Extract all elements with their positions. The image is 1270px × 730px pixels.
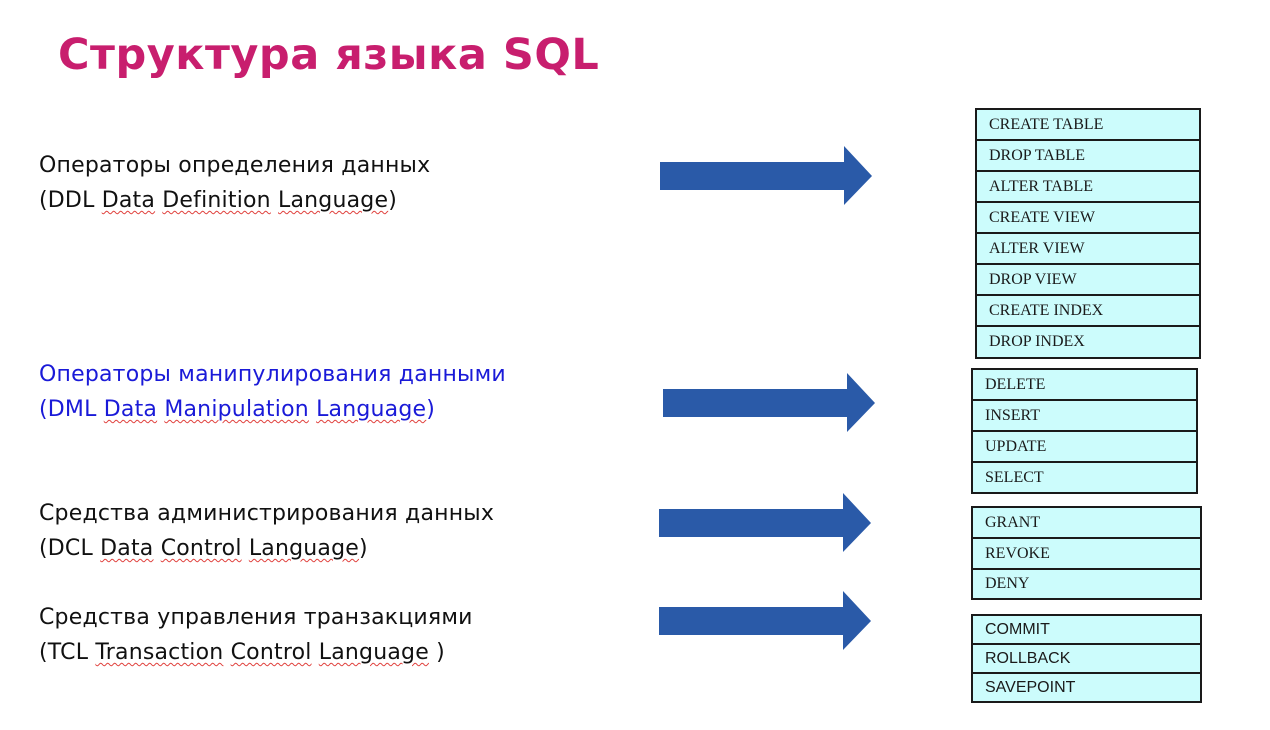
ddl-word-1: Data xyxy=(101,188,156,213)
dml-commands-box: DELETE INSERT UPDATE SELECT xyxy=(971,368,1198,494)
tcl-commands-box: COMMIT ROLLBACK SAVEPOINT xyxy=(971,614,1202,703)
right-arrow-icon xyxy=(659,493,871,552)
ddl-command: ALTER VIEW xyxy=(977,234,1199,265)
ddl-command: DROP VIEW xyxy=(977,265,1199,296)
ddl-word-2: Definition xyxy=(162,188,271,213)
dml-word-1: Data xyxy=(103,397,158,422)
dcl-description: Средства администрирования данных (DCL D… xyxy=(39,496,494,566)
dml-command: INSERT xyxy=(973,401,1196,432)
tcl-close: ) xyxy=(428,640,445,665)
dml-command: UPDATE xyxy=(973,432,1196,463)
dml-line-1: Операторы манипулирования данными xyxy=(39,362,506,387)
tcl-word-1: Transaction xyxy=(95,640,224,665)
slide-title: Структура языка SQL xyxy=(58,30,600,80)
dml-command: DELETE xyxy=(973,370,1196,401)
ddl-command: CREATE VIEW xyxy=(977,203,1199,234)
ddl-command: CREATE TABLE xyxy=(977,110,1199,141)
ddl-command: DROP TABLE xyxy=(977,141,1199,172)
tcl-abbr: (TCL xyxy=(39,640,89,665)
tcl-line-2: (TCL Transaction Control Language ) xyxy=(39,635,473,670)
right-arrow-icon xyxy=(660,146,872,205)
dcl-close: ) xyxy=(359,536,368,561)
dcl-line-2: (DCL Data Control Language) xyxy=(39,531,494,566)
dcl-line-1: Средства администрирования данных xyxy=(39,501,495,526)
dcl-word-2: Control xyxy=(160,536,242,561)
tcl-word-2: Control xyxy=(230,640,312,665)
dcl-command: GRANT xyxy=(973,508,1200,539)
ddl-close: ) xyxy=(388,188,397,213)
tcl-command: ROLLBACK xyxy=(973,645,1200,674)
dml-abbr: (DML xyxy=(39,397,97,422)
right-arrow-icon xyxy=(659,591,871,650)
dml-word-3: Language xyxy=(316,397,427,422)
dcl-word-1: Data xyxy=(100,536,154,561)
ddl-command: CREATE INDEX xyxy=(977,296,1199,327)
right-arrow-icon xyxy=(663,373,875,432)
dcl-commands-box: GRANT REVOKE DENY xyxy=(971,506,1202,600)
ddl-commands-box: CREATE TABLE DROP TABLE ALTER TABLE CREA… xyxy=(975,108,1201,359)
tcl-command: COMMIT xyxy=(973,616,1200,645)
ddl-command: ALTER TABLE xyxy=(977,172,1199,203)
dcl-command: REVOKE xyxy=(973,539,1200,570)
dcl-word-3: Language xyxy=(248,536,360,561)
dml-line-2: (DML Data Manipulation Language) xyxy=(39,392,506,427)
ddl-abbr: (DDL xyxy=(39,188,95,213)
tcl-description: Средства управления транзакциями (TCL Tr… xyxy=(39,600,473,670)
ddl-command: DROP INDEX xyxy=(989,333,1085,350)
dml-close: ) xyxy=(426,397,436,422)
dml-word-2: Manipulation xyxy=(164,397,309,422)
tcl-line-1: Средства управления транзакциями xyxy=(39,605,473,630)
ddl-line-2: (DDL Data Definition Language) xyxy=(39,183,430,218)
dcl-command: DENY xyxy=(985,575,1030,592)
dcl-abbr: (DCL xyxy=(39,536,93,561)
tcl-command: SAVEPOINT xyxy=(985,678,1076,696)
ddl-word-3: Language xyxy=(278,188,389,213)
tcl-word-3: Language xyxy=(318,640,429,665)
ddl-line-1: Операторы определения данных xyxy=(39,153,431,178)
dml-command: SELECT xyxy=(985,468,1044,486)
ddl-description: Операторы определения данных (DDL Data D… xyxy=(39,148,430,218)
dml-description: Операторы манипулирования данными (DML D… xyxy=(39,357,506,427)
